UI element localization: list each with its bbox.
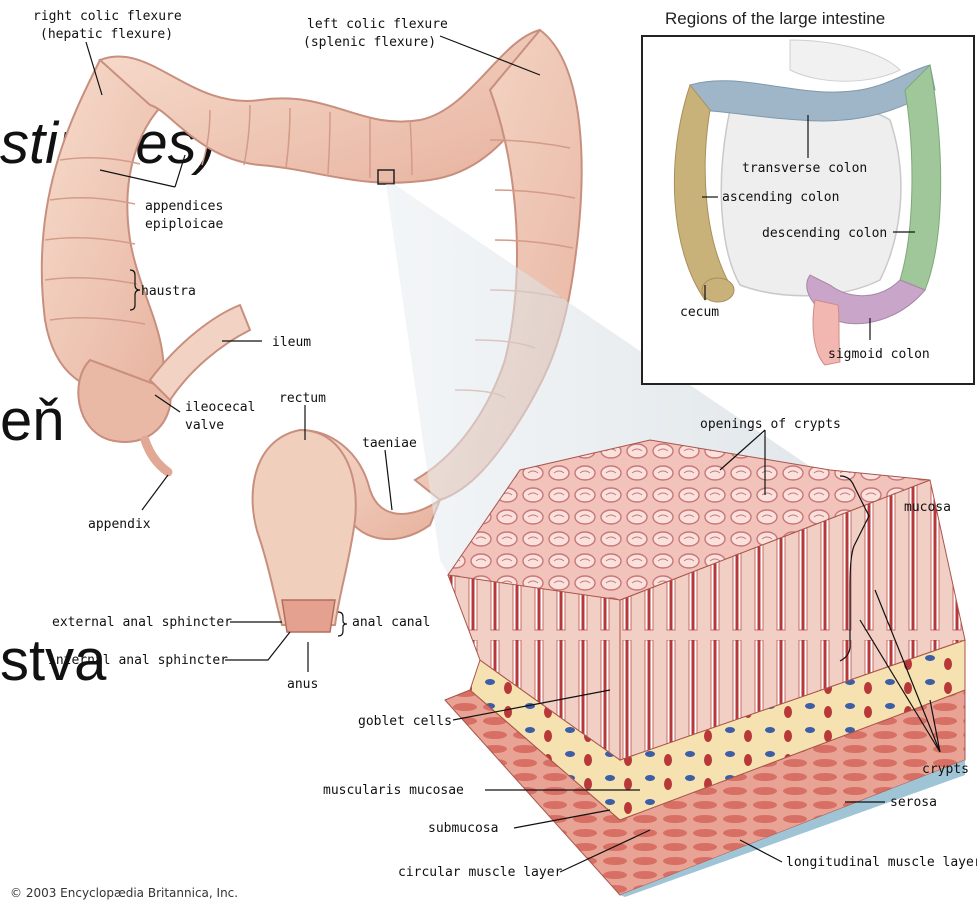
label-ileocecal: ileocecal [185,400,255,415]
label-taeniae: taeniae [362,436,417,451]
label-submucosa: submucosa [428,821,498,836]
inset-label-cecum: cecum [680,305,719,320]
label-muscularis-mucosae: muscularis mucosae [323,783,464,798]
label-splenic-flexure: (splenic flexure) [303,35,436,50]
label-left-colic-flexure: left colic flexure [307,17,448,32]
label-valve: valve [185,418,224,433]
inset-label-descending-colon: descending colon [762,226,887,241]
label-goblet-cells: goblet cells [358,714,452,729]
label-circular-muscle-layer: circular muscle layer [398,865,563,880]
inset-label-ascending-colon: ascending colon [722,190,839,205]
inset-title: Regions of the large intestine [665,9,885,28]
label-crypts: crypts [922,762,969,777]
ileum-shape [150,305,250,400]
transverse-colon [100,30,560,183]
inset-panel: Regions of the large intestine [642,9,974,384]
label-internal-anal-sphincter: internal anal sphincter [48,653,228,668]
label-appendices: appendices [145,199,223,214]
label-openings-of-crypts: openings of crypts [700,417,841,432]
label-serosa: serosa [890,795,937,810]
label-epiploicae: epiploicae [145,217,223,232]
label-external-anal-sphincter: external anal sphincter [52,615,232,630]
label-longitudinal-muscle-layer: longitudinal muscle layer [786,855,977,870]
rectum-shape [253,430,356,625]
inset-label-transverse-colon: transverse colon [742,161,867,176]
anal-canal-shape [282,600,335,632]
label-mucosa: mucosa [904,500,951,515]
label-rectum: rectum [279,391,326,406]
label-ileum: ileum [272,335,311,350]
label-haustra: haustra [141,284,196,299]
appendix-shape [145,440,168,472]
tissue-block [445,440,965,897]
label-right-colic-flexure: right colic flexure [33,9,182,24]
label-hepatic-flexure: (hepatic flexure) [40,27,173,42]
label-anal-canal: anal canal [352,615,430,630]
label-anus: anus [287,677,318,692]
inset-label-sigmoid-colon: sigmoid colon [828,347,930,362]
copyright-notice: © 2003 Encyclopædia Britannica, Inc. [10,886,238,900]
label-appendix: appendix [88,517,151,532]
inset-cecum [702,278,734,302]
